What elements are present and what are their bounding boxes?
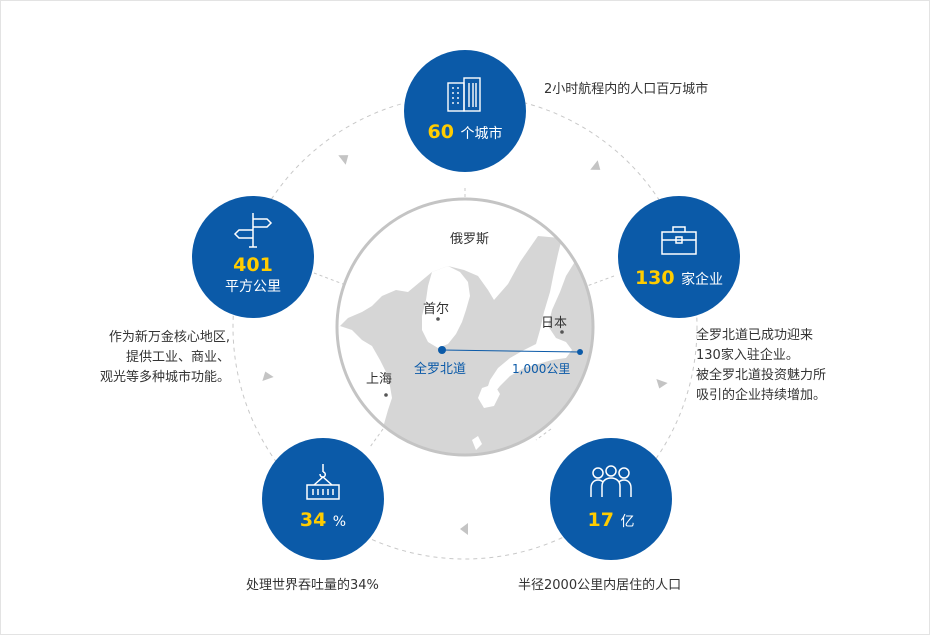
node-throughput-unit: % [332,514,347,530]
arrow-left-bottom [262,371,274,382]
japan-dot [560,330,564,334]
node-cities-stat: 60 个城市 [404,122,526,144]
node-cities: 60 个城市 [404,50,526,172]
caption-companies-line-3: 被全罗北道投资魅力所 [696,368,827,383]
caption-companies-line-4: 吸引的企业持续增加。 [696,388,827,403]
caption-area: 作为新万金核心地区, 提供工业、商业、 观光等多种城市功能。 [100,328,230,388]
caption-cities-line: 2小时航程内的人口百万城市 [544,82,709,97]
arrow-right-bottom [656,378,668,389]
label-distance: 1,000公里 [512,362,571,376]
arrow-left-top [338,155,349,165]
signpost-icon [192,210,314,250]
node-area-number: 401 [233,254,273,276]
people-icon [550,462,672,502]
caption-cities: 2小时航程内的人口百万城市 [544,80,708,100]
arrow-bottom [460,523,468,535]
buildings-icon [404,74,526,114]
label-seoul: 首尔 [423,302,450,317]
map-border [335,197,595,457]
caption-companies-line-2: 130家入驻企业。 [696,348,799,363]
caption-throughput: 处理世界吞吐量的34% [246,576,379,596]
seoul-dot [436,317,440,321]
label-shanghai: 上海 [366,372,393,387]
label-jeonbuk: 全罗北道 [414,362,467,377]
distance-line [441,349,581,353]
node-area: 401 平方公里 [192,196,314,318]
node-population-number: 17 [587,509,614,531]
node-throughput: 34 % [262,438,384,560]
node-throughput-number: 34 [299,509,327,531]
node-companies-number: 130 [634,267,675,289]
label-japan: 日本 [541,316,568,331]
ring-arrows [262,155,668,535]
node-area-unit: 平方公里 [225,279,281,295]
caption-population: 半径2000公里内居住的人口 [518,576,681,596]
node-companies-stat: 130 家企业 [618,268,740,290]
spoke-lines [313,188,615,448]
japan-endpoint-dot [577,349,583,355]
caption-area-line-1: 作为新万金核心地区, [108,330,230,345]
node-population-stat: 17 亿 [550,510,672,532]
shanghai-dot [384,393,388,397]
caption-population-line: 半径2000公里内居住的人口 [518,578,682,593]
caption-area-line-2: 提供工业、商业、 [125,350,230,365]
briefcase-icon [618,220,740,260]
node-companies: 130 家企业 [618,196,740,318]
node-cities-number: 60 [427,121,454,143]
jeonbuk-dot [438,346,446,354]
arrow-right-top [590,160,601,170]
node-companies-unit: 家企业 [681,272,724,288]
caption-area-line-3: 观光等多种城市功能。 [99,370,230,385]
node-population-unit: 亿 [620,514,635,530]
container-crane-icon [262,462,384,502]
node-throughput-stat: 34 % [262,510,384,532]
node-cities-unit: 个城市 [460,126,503,142]
caption-companies: 全罗北道已成功迎来 130家入驻企业。 被全罗北道投资魅力所 吸引的企业持续增加… [696,326,826,406]
label-russia: 俄罗斯 [450,232,490,247]
caption-throughput-line: 处理世界吞吐量的34% [246,578,379,593]
caption-companies-line-1: 全罗北道已成功迎来 [696,328,814,343]
node-population: 17 亿 [550,438,672,560]
connection-ring [232,94,698,560]
